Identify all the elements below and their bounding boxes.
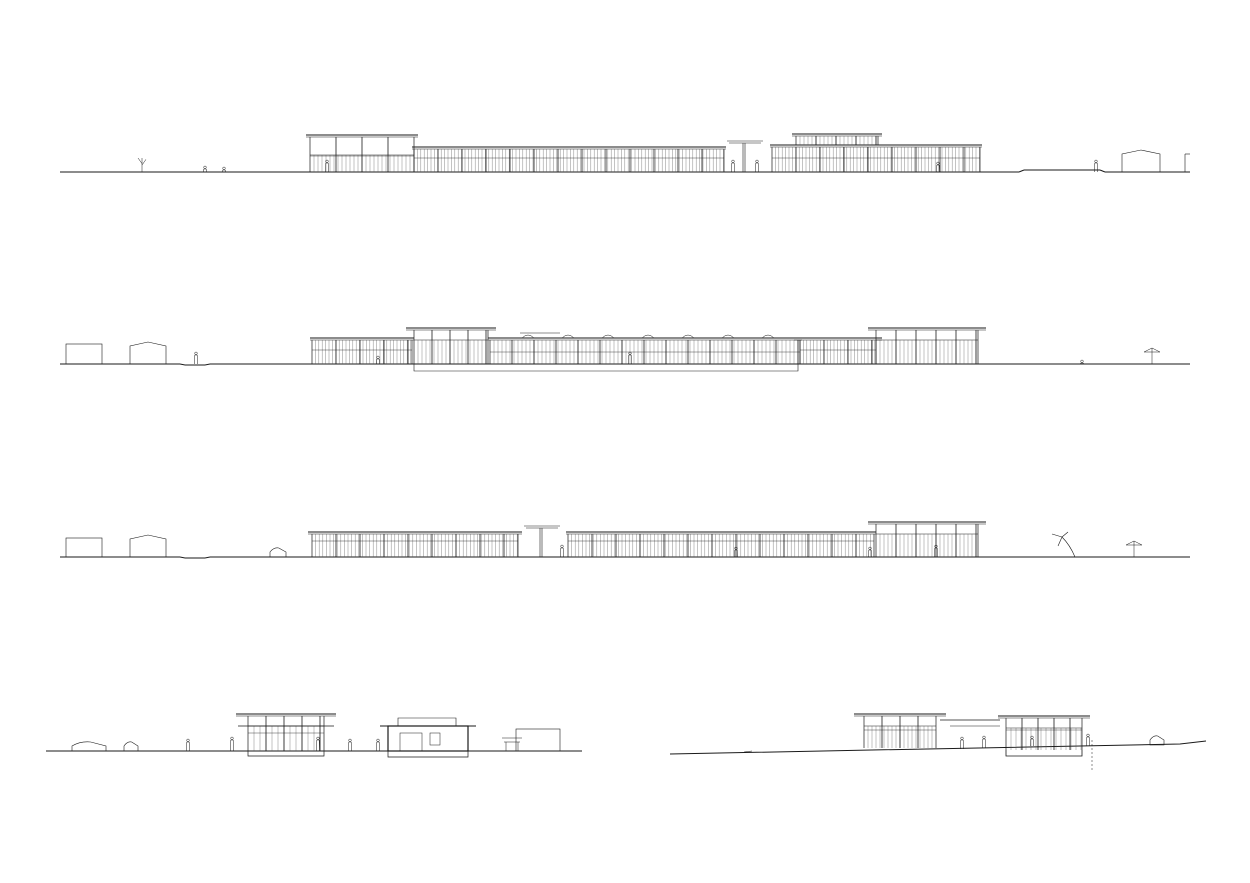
person-figure — [731, 159, 735, 173]
person-figure — [982, 735, 986, 749]
person-figure — [348, 738, 352, 752]
person-figure — [203, 165, 207, 173]
person-figure — [230, 736, 234, 752]
neighbour-building — [129, 341, 167, 364]
neighbour-building — [1121, 149, 1161, 172]
person-figure — [186, 738, 190, 752]
person-figure — [325, 159, 329, 173]
person-figure — [628, 351, 632, 365]
car-figure — [269, 547, 287, 558]
car-figure — [123, 741, 139, 752]
elevation-3 — [60, 521, 1190, 559]
car-figure — [71, 741, 107, 752]
person-figure — [936, 161, 940, 173]
person-figure — [734, 546, 738, 558]
canopy-structure — [727, 140, 763, 172]
person-figure — [868, 546, 872, 558]
person-figure — [316, 736, 320, 752]
person-figure — [222, 166, 226, 173]
person-figure — [194, 351, 198, 365]
canopy-structure — [524, 525, 560, 557]
section-a — [46, 713, 582, 758]
person-figure — [934, 544, 938, 558]
person-figure — [755, 159, 759, 173]
car-figure — [1149, 735, 1165, 746]
person-figure — [1086, 733, 1090, 747]
person-figure — [1030, 735, 1034, 747]
person-figure — [1094, 159, 1098, 173]
plant-figure — [137, 157, 147, 172]
person-figure — [560, 544, 564, 558]
neighbour-building — [129, 534, 167, 557]
umbrella-figure — [1125, 540, 1143, 558]
section-b — [669, 713, 1207, 770]
table-figure — [502, 737, 522, 751]
palm-figure — [1051, 531, 1076, 558]
person-figure — [1080, 359, 1084, 365]
person-figure — [960, 736, 964, 750]
person-figure — [376, 738, 380, 752]
elevation-1 — [60, 133, 1190, 173]
umbrella-figure — [1143, 347, 1161, 365]
person-figure — [376, 355, 380, 365]
elevation-2 — [60, 327, 1190, 372]
